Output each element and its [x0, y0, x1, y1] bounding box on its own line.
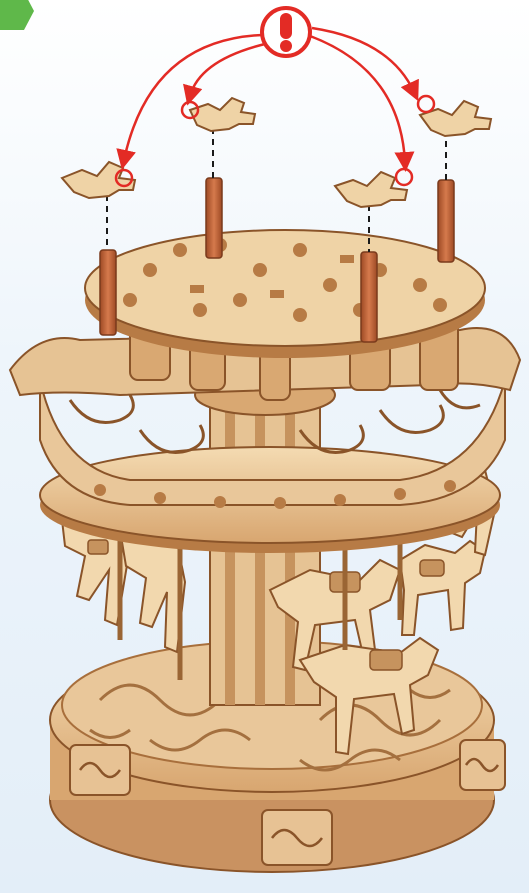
- bird-piece-4: [420, 101, 491, 136]
- exclamation-icon: [262, 8, 310, 56]
- rod-3: [361, 252, 377, 342]
- rod-4: [438, 180, 454, 262]
- bird-piece-2: [190, 98, 255, 131]
- top-deck: [85, 230, 485, 358]
- rod-2: [206, 178, 222, 258]
- bird-piece-1: [62, 162, 135, 198]
- rod-1: [100, 250, 116, 335]
